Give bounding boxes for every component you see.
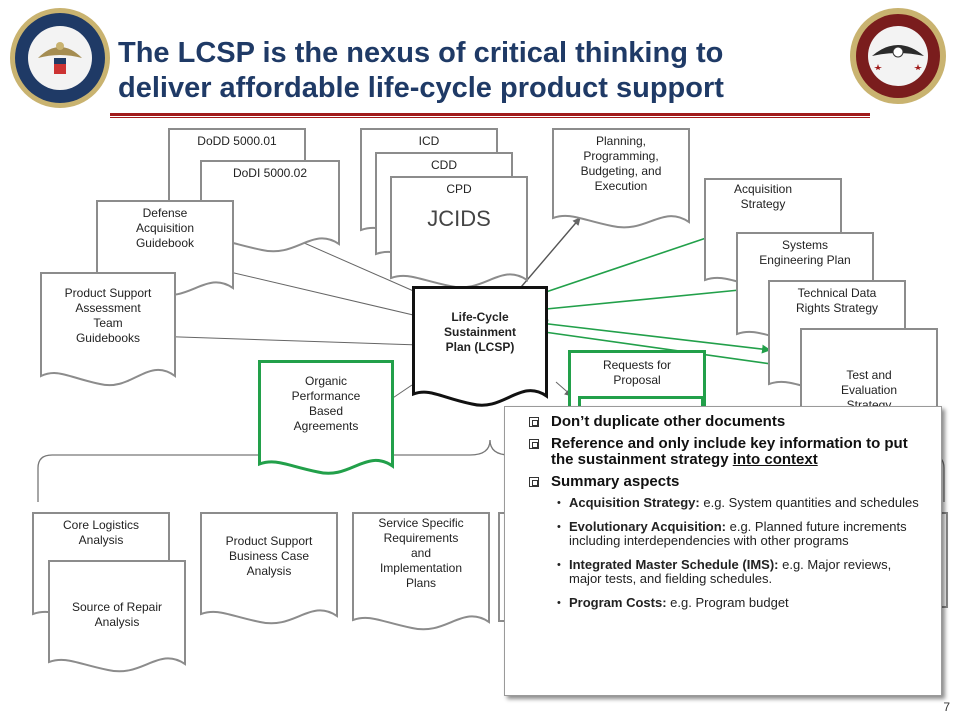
checkbox-bullet-icon: [529, 477, 539, 487]
bullet-dot-icon: •: [557, 497, 561, 509]
acq-strategy-text: Acquisition Strategy: [733, 182, 793, 211]
doc-ppbe: Planning, Programming, Budgeting, and Ex…: [552, 128, 690, 232]
title-divider: [110, 113, 870, 116]
doc-product-support-assessment-team-guidebooks: Product Support Assessment Team Guideboo…: [40, 272, 176, 390]
callout-item-3: Summary aspects: [515, 474, 931, 490]
doc-service-specific-requirements: Service Specific Requirements and Implem…: [352, 512, 490, 636]
sep-text: Systems Engineering Plan: [759, 238, 851, 267]
callout-sub-ims: • Integrated Master Schedule (IMS): e.g.…: [557, 557, 892, 586]
callout-item-2: Reference and only include key informati…: [515, 436, 931, 468]
doc-organic-performance-based-agreements: Organic Performance Based Agreements: [258, 360, 394, 480]
core-log-text: Core Logistics Analysis: [62, 518, 140, 547]
callout-sub-evolutionary-acquisition: • Evolutionary Acquisition: e.g. Planned…: [557, 519, 907, 548]
checkbox-bullet-icon: [529, 439, 539, 449]
doc-lcsp-center: Life-Cycle Sustainment Plan (LCSP): [412, 286, 548, 412]
bullet-dot-icon: •: [557, 521, 561, 533]
doc-source-of-repair-analysis: Source of Repair Analysis: [48, 560, 186, 678]
bullet-dot-icon: •: [557, 559, 561, 571]
lcsp-text: Life-Cycle Sustainment Plan (LCSP): [443, 310, 516, 354]
cdd-label: CDD: [431, 158, 457, 172]
doc-cpd: CPD JCIDS: [390, 176, 528, 292]
source-repair-text: Source of Repair Analysis: [71, 600, 163, 629]
psat-text: Product Support Assessment Team Guideboo…: [64, 286, 152, 345]
callout-sub-program-costs: • Program Costs: e.g. Program budget: [557, 595, 789, 610]
ppbe-text: Planning, Programming, Budgeting, and Ex…: [580, 134, 662, 193]
dag-text: Defense Acquisition Guidebook: [135, 206, 195, 250]
callout-item-1: Don’t duplicate other documents: [515, 414, 931, 430]
title-divider-thin: [110, 117, 870, 118]
page-number: 7: [943, 700, 950, 714]
jcids-label: JCIDS: [427, 206, 491, 231]
rfp-text: Requests for Proposal: [602, 358, 672, 387]
slide-title: The LCSP is the nexus of critical thinki…: [118, 36, 838, 106]
callout-sub-acquisition-strategy: • Acquisition Strategy: e.g. System quan…: [557, 495, 919, 510]
title-line-1: The LCSP is the nexus of critical thinki…: [118, 37, 724, 69]
doc-dodi-label: DoDI 5000.02: [232, 166, 308, 180]
dod-seal: [8, 6, 112, 110]
psbca-text: Product Support Business Case Analysis: [225, 534, 313, 578]
cpd-label: CPD: [446, 182, 472, 196]
service-req-text: Service Specific Requirements and Implem…: [378, 516, 464, 590]
asd-seal: [848, 6, 948, 106]
checkbox-bullet-icon: [529, 417, 539, 427]
bullet-dot-icon: •: [557, 597, 561, 609]
callout-guidance-box: Don’t duplicate other documents Referenc…: [504, 406, 942, 696]
doc-product-support-business-case-analysis: Product Support Business Case Analysis: [200, 512, 338, 630]
doc-dodd-label: DoDD 5000.01: [197, 134, 277, 148]
title-line-2: deliver affordable life-cycle product su…: [118, 72, 724, 104]
doc-dodi-5000-02: DoDI 5000.02: [200, 160, 340, 256]
organic-text: Organic Performance Based Agreements: [291, 374, 361, 433]
tdrs-text: Technical Data Rights Strategy: [795, 286, 879, 315]
icd-label: ICD: [418, 134, 440, 148]
